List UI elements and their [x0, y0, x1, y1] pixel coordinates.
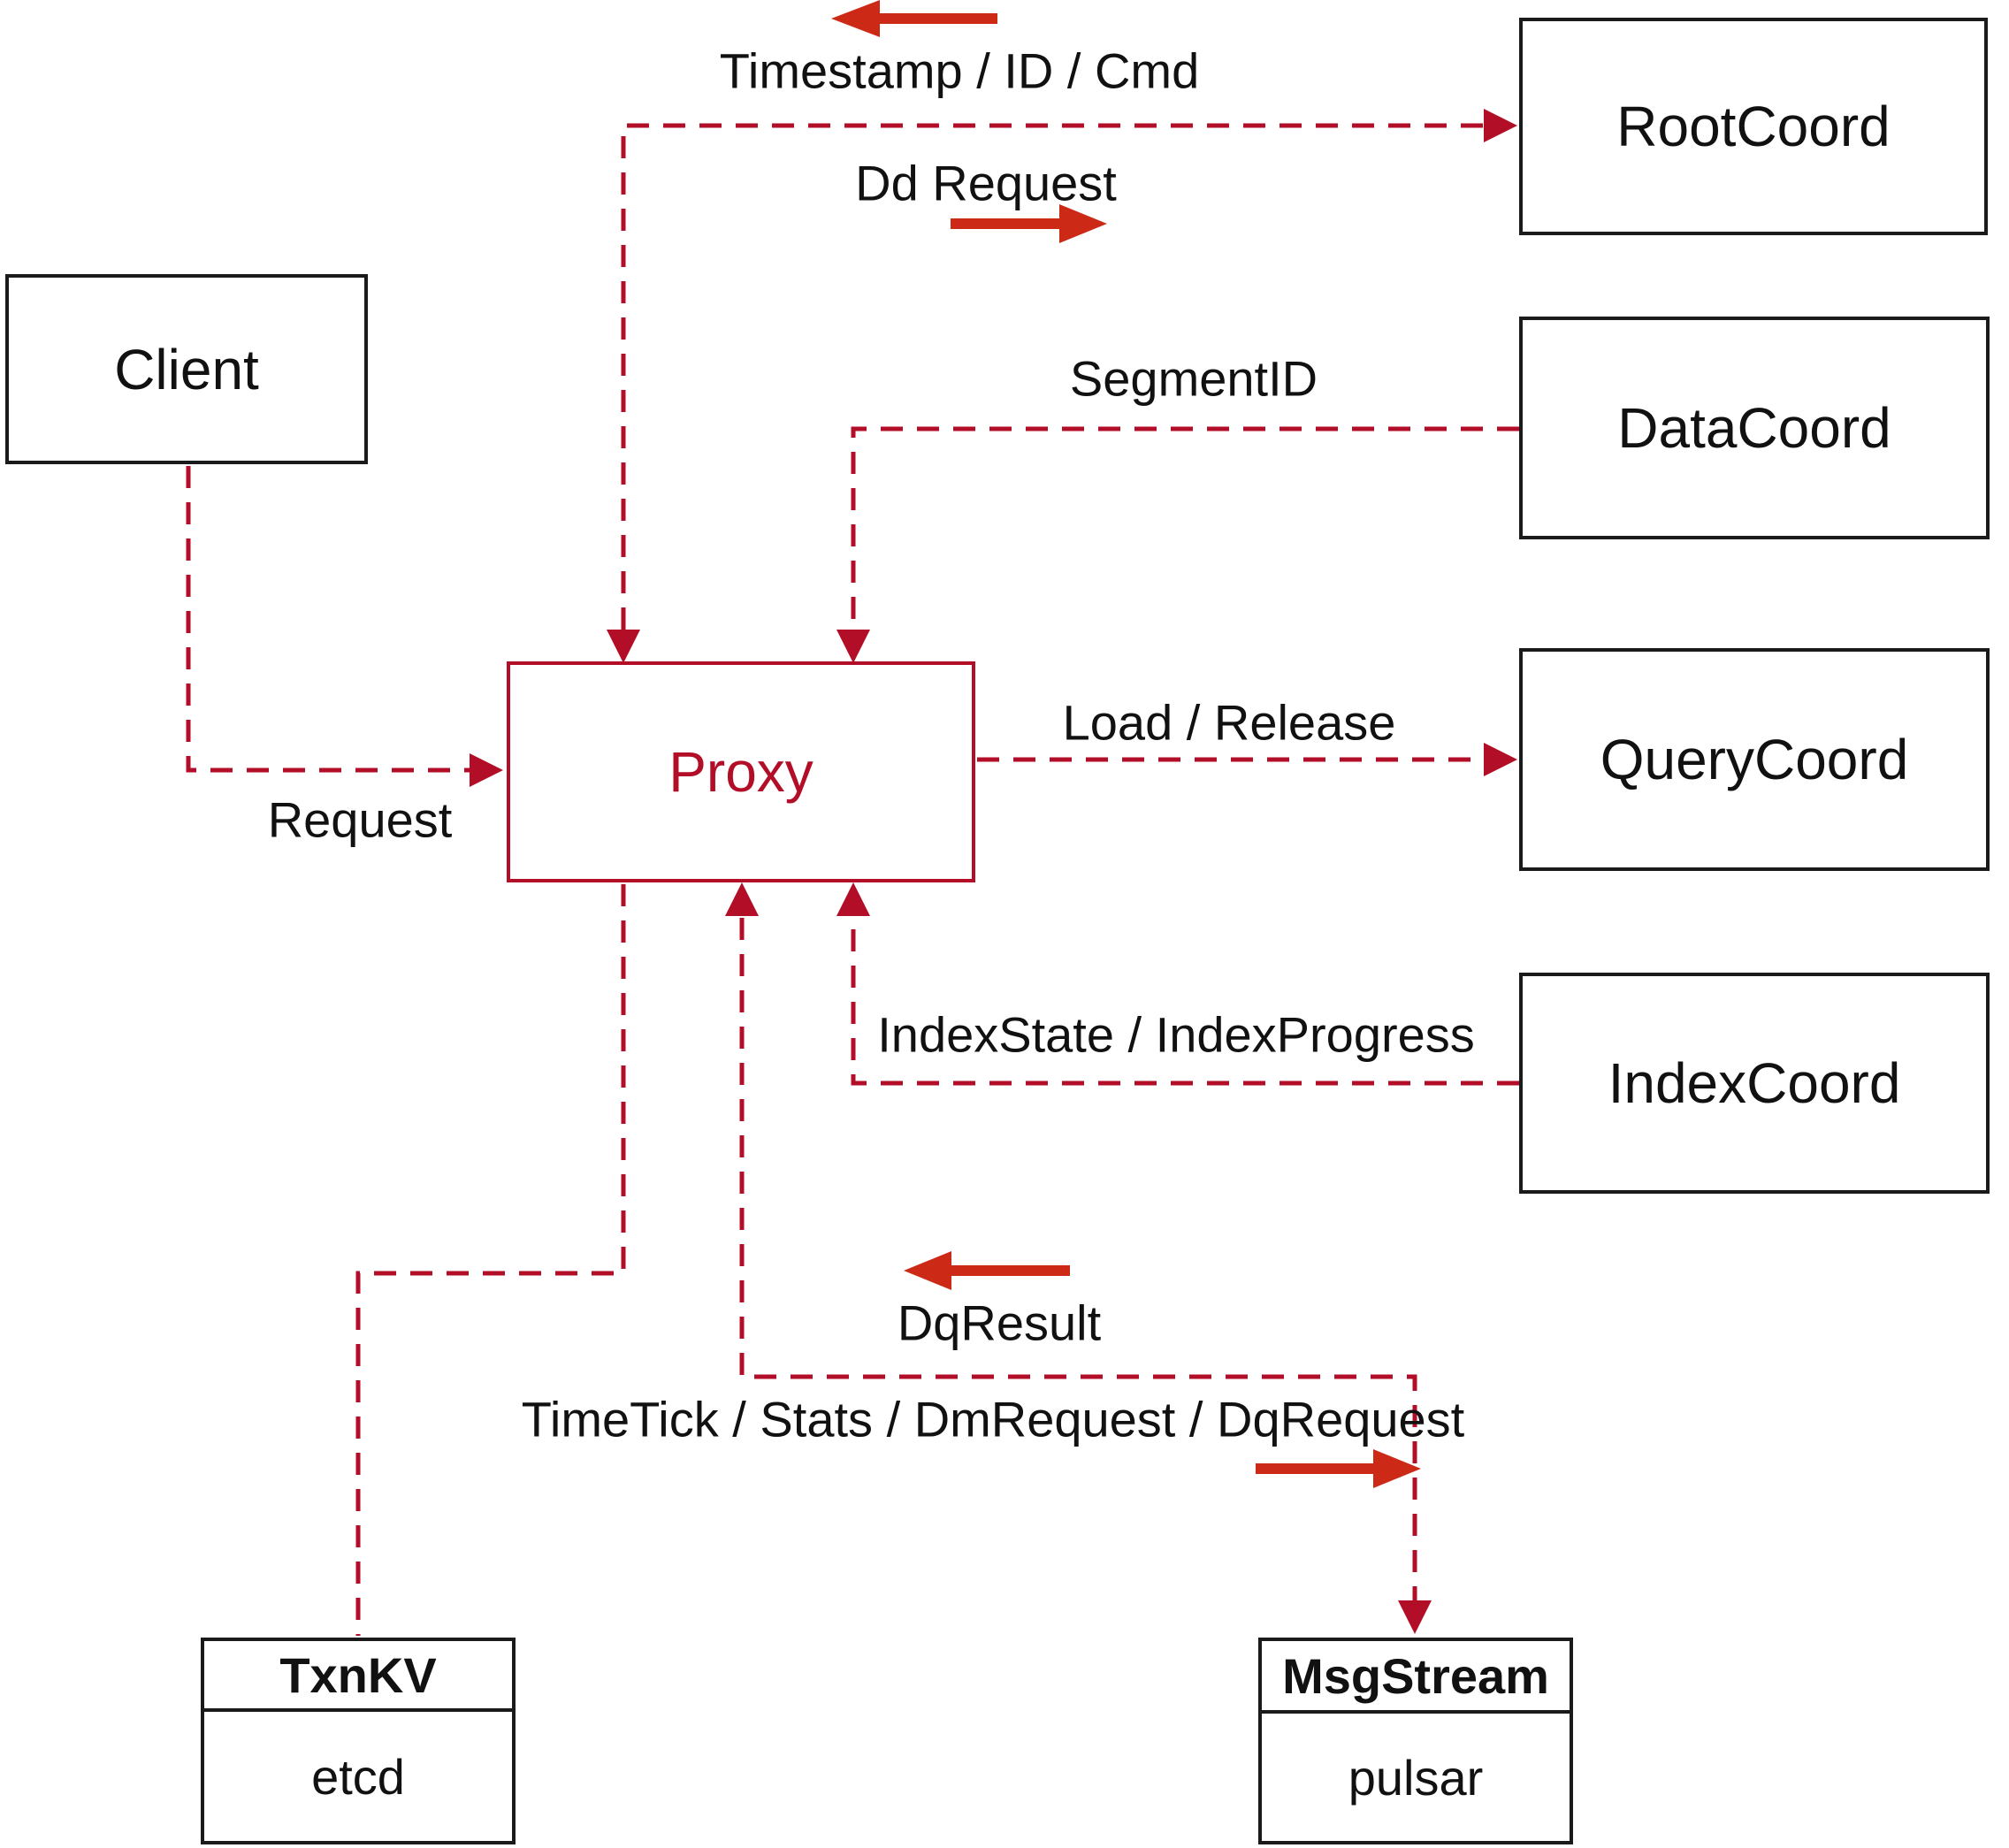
node-msgstream-impl-label: pulsar: [1348, 1749, 1484, 1806]
node-rootcoord-label: RootCoord: [1616, 95, 1891, 158]
node-querycoord: QueryCoord: [1519, 648, 1990, 871]
arrowhead-down-proxy-top-left-icon: [607, 630, 640, 663]
node-txnkv-title: TxnKV: [204, 1641, 512, 1712]
edge-proxy-txnkv: [355, 884, 626, 1636]
edge-proxy-msgstream: [739, 918, 1417, 1600]
node-rootcoord: RootCoord: [1519, 18, 1988, 235]
arrowhead-up-proxy-bottom-right-icon: [836, 882, 870, 916]
edge-label-segment-id: SegmentID: [1069, 350, 1318, 407]
node-txnkv-impl-label: etcd: [311, 1748, 405, 1805]
arrowhead-down-proxy-top-right-icon: [836, 630, 870, 663]
node-proxy: Proxy: [507, 661, 975, 882]
arrowhead-down-msgstream-icon: [1398, 1600, 1432, 1634]
node-indexcoord-label: IndexCoord: [1608, 1051, 1901, 1115]
edge-label-request: Request: [267, 791, 453, 848]
node-txnkv-title-label: TxnKV: [279, 1646, 437, 1703]
edge-label-index-state: IndexState / IndexProgress: [877, 1006, 1475, 1063]
arrowhead-right-rootcoord-icon: [1484, 109, 1517, 142]
node-querycoord-label: QueryCoord: [1600, 728, 1909, 791]
edge-label-dq-result: DqResult: [897, 1294, 1102, 1351]
node-msgstream: MsgStream pulsar: [1258, 1638, 1573, 1844]
node-msgstream-impl: pulsar: [1262, 1714, 1570, 1841]
arrowhead-right-querycoord-icon: [1484, 743, 1517, 776]
edge-label-time-tick: TimeTick / Stats / DmRequest / DqRequest: [521, 1391, 1465, 1447]
direction-arrow-right-dd-request-icon: [951, 204, 1107, 243]
edge-indexcoord-proxy: [851, 918, 1519, 1086]
direction-arrow-left-timestamp-icon: [831, 0, 997, 37]
node-txnkv: TxnKV etcd: [201, 1638, 516, 1844]
edge-datacoord-proxy: [851, 426, 1519, 630]
direction-arrow-left-dqresult-icon: [904, 1251, 1070, 1290]
edge-client-proxy: [186, 466, 470, 773]
node-datacoord-label: DataCoord: [1617, 396, 1891, 460]
node-txnkv-impl: etcd: [204, 1712, 512, 1841]
node-indexcoord: IndexCoord: [1519, 973, 1990, 1194]
node-msgstream-title-label: MsgStream: [1282, 1647, 1549, 1704]
edge-label-timestamp: Timestamp / ID / Cmd: [719, 42, 1200, 99]
node-msgstream-title: MsgStream: [1262, 1641, 1570, 1714]
arrowhead-right-proxy-left-icon: [470, 753, 503, 787]
edge-label-dd-request: Dd Request: [855, 155, 1117, 211]
arrowhead-up-proxy-bottom-mid-icon: [725, 882, 759, 916]
node-client: Client: [5, 274, 368, 464]
node-proxy-label: Proxy: [668, 740, 814, 804]
node-client-label: Client: [114, 337, 259, 401]
direction-arrow-right-timetick-icon: [1256, 1449, 1421, 1488]
node-datacoord: DataCoord: [1519, 317, 1990, 539]
edge-label-load-release: Load / Release: [1062, 694, 1396, 751]
